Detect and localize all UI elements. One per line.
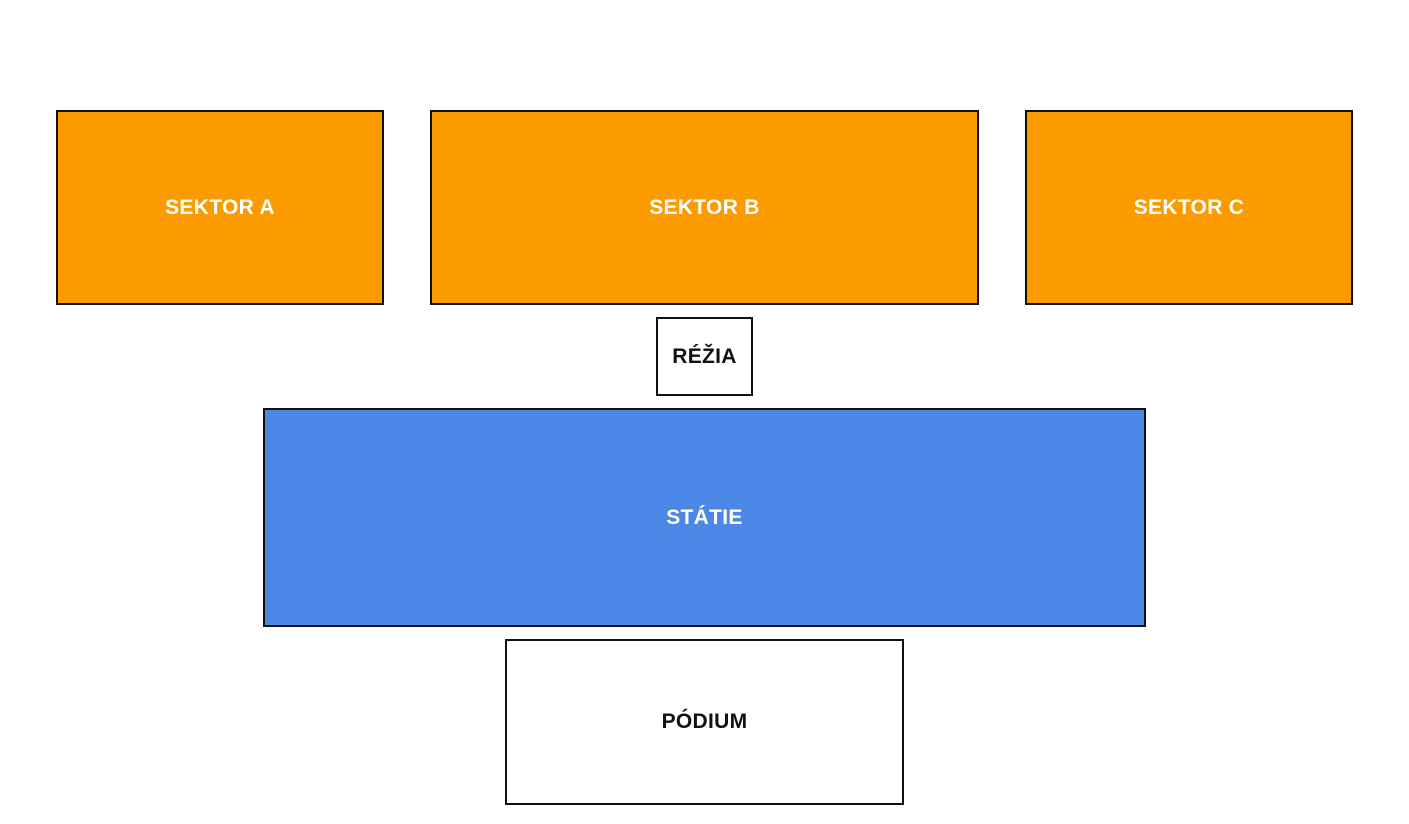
stage-label: PÓDIUM [661,710,748,733]
sector-b[interactable]: SEKTOR B [430,110,979,305]
sector-a[interactable]: SEKTOR A [56,110,384,305]
sector-c-label: SEKTOR C [1133,195,1245,219]
control-booth[interactable]: RÉŽIA [656,317,753,396]
standing-area-label: STÁTIE [666,505,743,529]
sector-a-label: SEKTOR A [165,195,275,219]
sector-c[interactable]: SEKTOR C [1025,110,1353,305]
sector-b-label: SEKTOR B [649,195,760,219]
control-booth-label: RÉŽIA [672,344,737,368]
stage[interactable]: PÓDIUM [505,639,904,805]
standing-area[interactable]: STÁTIE [263,408,1146,627]
